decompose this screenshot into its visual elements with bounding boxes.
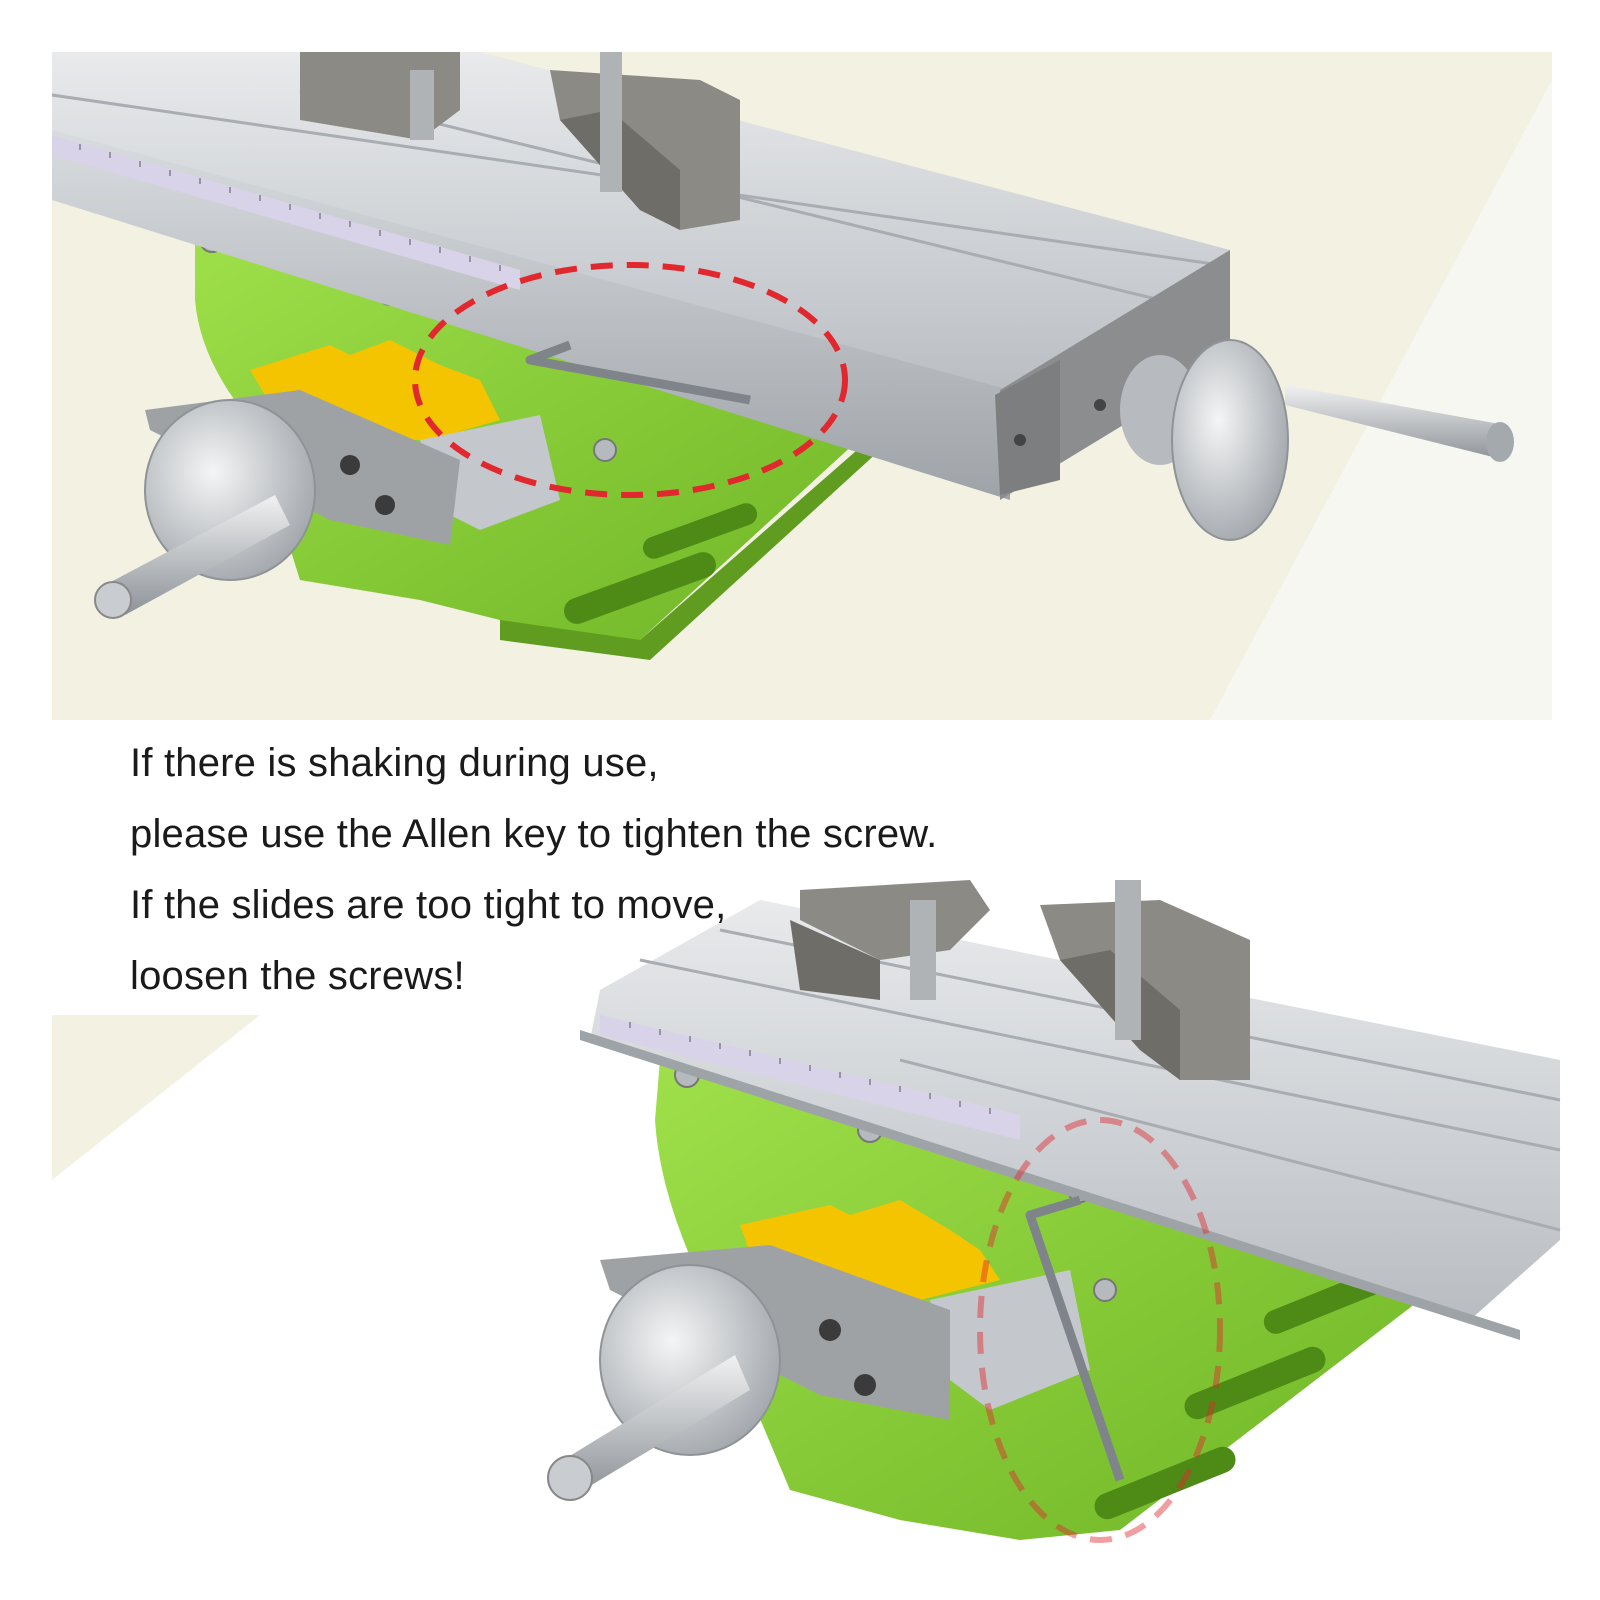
- bottom-scale-ruler: [600, 1015, 1020, 1140]
- caption-line-2: please use the Allen key to tighten the …: [130, 812, 938, 856]
- top-clamp-right: [550, 52, 740, 230]
- bottom-ruler-ticks: [629, 1022, 991, 1114]
- caption-line-3: If the slides are too tight to move,: [130, 883, 727, 927]
- bottom-cross-slide: [930, 1270, 1090, 1410]
- top-left-handwheel: [94, 390, 460, 619]
- bottom-allen-key: [1025, 1195, 1125, 1482]
- top-red-highlight-circle: [412, 262, 848, 498]
- top-photo: [51, 52, 1552, 720]
- top-ruler-ticks: [79, 144, 501, 271]
- bottom-paper-sheet: [52, 1015, 260, 1180]
- caption-line-4: loosen the screws!: [130, 954, 465, 998]
- caption-line-1: If there is shaking during use,: [130, 741, 659, 785]
- bottom-clamp-left: [790, 880, 990, 1000]
- bottom-left-handwheel: [547, 1245, 950, 1501]
- bottom-clamp-right: [1040, 880, 1250, 1080]
- bottom-red-highlight-circle: [977, 1117, 1223, 1543]
- top-right-handwheel: [1120, 339, 1514, 541]
- instruction-caption: If there is shaking during use, please u…: [130, 728, 1030, 1012]
- top-scale-ruler: [52, 135, 520, 290]
- top-allen-key: [525, 340, 751, 405]
- top-clamp-left: [300, 52, 460, 140]
- bottom-photo: [52, 880, 1561, 1543]
